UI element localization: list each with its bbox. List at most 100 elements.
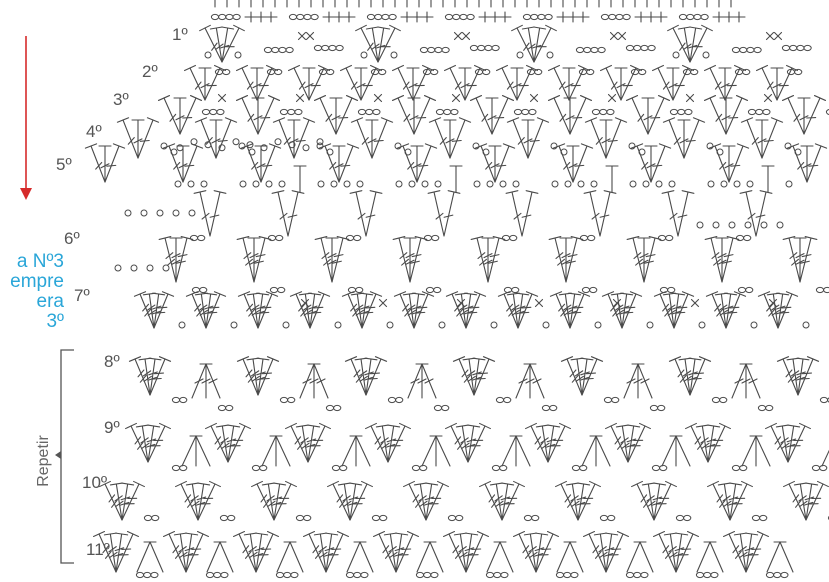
chain-stitch-symbol xyxy=(329,45,336,50)
chain-stitch-symbol xyxy=(221,572,228,577)
chain-space-symbol xyxy=(734,181,740,187)
stitch-top-bar xyxy=(366,423,377,428)
stitch-cross-bar xyxy=(364,312,373,313)
chain-stitch-symbol xyxy=(763,109,770,114)
chain-stitch-symbol xyxy=(592,109,599,114)
chain-stitch-symbol xyxy=(587,69,594,74)
chain-stitch-symbol xyxy=(412,465,419,470)
chain-stitch-symbol xyxy=(740,465,747,470)
row-label-4: 4º xyxy=(86,122,102,142)
stitch-post-symbol xyxy=(596,436,610,466)
stitch-top-bar xyxy=(237,96,248,101)
stitch-post-symbol xyxy=(254,238,265,282)
stitch-cross-bar xyxy=(262,307,271,308)
stitch-top-bar xyxy=(425,144,436,148)
chain-space-symbol xyxy=(115,265,121,271)
stitch-cross-bar xyxy=(260,312,269,313)
stitch-top-bar xyxy=(347,144,358,148)
stitch-top-bar xyxy=(512,25,523,30)
stitch-cross-bar xyxy=(453,546,459,553)
chain-stitch-symbol xyxy=(220,515,227,520)
chain-stitch-symbol xyxy=(296,515,303,520)
stitch-post-symbol xyxy=(366,192,376,236)
stitch-top-bar xyxy=(663,118,674,122)
chain-stitch-symbol xyxy=(612,397,619,402)
chain-stitch-symbol xyxy=(428,47,435,52)
stitch-cross-bar xyxy=(638,114,644,121)
stitch-post-symbol xyxy=(444,192,454,236)
stitch-top-bar xyxy=(800,423,811,428)
stitch-post-symbol xyxy=(288,192,298,236)
stitch-top-bar xyxy=(602,292,613,297)
row-label-3: 3º xyxy=(113,90,129,110)
chain-stitch-symbol xyxy=(478,45,485,50)
chain-stitch-symbol xyxy=(389,14,396,19)
stitch-top-bar xyxy=(347,96,358,101)
stitch-cross-bar xyxy=(371,373,380,374)
stitch-cross-bar xyxy=(728,312,737,313)
chain-space-symbol xyxy=(565,181,571,187)
stitch-post-symbol xyxy=(220,542,233,572)
stitch-cross-bar xyxy=(695,437,701,444)
stitch-top-bar xyxy=(483,357,494,362)
stitch-cross-bar xyxy=(337,495,343,502)
chain-space-symbol xyxy=(761,222,767,228)
chain-stitch-symbol xyxy=(426,287,433,292)
stitch-post-symbol xyxy=(570,542,583,572)
chain-stitch-symbol xyxy=(580,465,587,470)
chain-stitch-symbol xyxy=(151,572,158,577)
chain-stitch-symbol xyxy=(744,235,751,240)
stitch-cross-bar xyxy=(535,437,541,444)
stitch-top-bar xyxy=(668,25,679,30)
stitch-post-symbol xyxy=(262,436,276,466)
chain-stitch-symbol xyxy=(607,109,614,114)
stitch-top-bar xyxy=(526,292,537,297)
chain-stitch-symbol xyxy=(420,465,427,470)
chain-stitch-symbol xyxy=(448,515,455,520)
stitch-top-bar xyxy=(474,292,485,297)
stitch-top-bar xyxy=(176,481,187,486)
stitch-post-symbol xyxy=(742,436,756,466)
chain-space-symbol xyxy=(552,181,558,187)
chain-stitch-symbol xyxy=(270,287,277,292)
chain-stitch-symbol xyxy=(740,47,747,52)
stitch-top-bar xyxy=(556,481,567,486)
chain-stitch-symbol xyxy=(367,14,374,19)
stitch-cross-bar xyxy=(674,138,680,145)
stitch-cross-bar xyxy=(507,82,513,89)
chain-space-symbol xyxy=(699,322,705,328)
chain-stitch-symbol xyxy=(485,45,492,50)
chain-stitch-symbol xyxy=(136,572,143,577)
chain-stitch-symbol xyxy=(711,572,718,577)
chain-space-symbol xyxy=(517,52,523,58)
stitch-top-bar xyxy=(659,96,670,101)
stitch-top-bar xyxy=(720,423,731,428)
stitch-top-bar xyxy=(815,144,826,148)
stitch-cross-bar xyxy=(218,141,227,142)
stitch-post-symbol xyxy=(216,120,231,158)
stitch-post-symbol xyxy=(488,238,499,282)
stitch-top-bar xyxy=(159,96,170,101)
chain-stitch-symbol xyxy=(754,47,761,52)
chain-stitch-symbol xyxy=(608,515,615,520)
stitch-top-bar xyxy=(338,532,349,537)
stitch-cross-bar xyxy=(440,138,446,145)
chain-space-symbol xyxy=(729,222,735,228)
chain-stitch-symbol xyxy=(483,69,490,74)
chain-stitch-symbol xyxy=(436,109,443,114)
stitch-top-bar xyxy=(345,357,356,362)
stitch-post-symbol xyxy=(332,238,343,282)
stitch-top-bar xyxy=(269,96,280,101)
chain-stitch-symbol xyxy=(223,69,230,74)
chain-stitch-symbol xyxy=(556,572,563,577)
stitch-post-symbol xyxy=(495,146,509,182)
stitch-post-symbol xyxy=(767,542,780,572)
stitch-top-bar xyxy=(497,65,508,70)
chain-stitch-symbol xyxy=(289,14,296,19)
chain-space-symbol xyxy=(409,181,415,187)
chain-stitch-symbol xyxy=(634,572,641,577)
stitch-top-bar xyxy=(786,292,797,297)
stitch-cross-bar xyxy=(248,114,254,121)
chain-stitch-symbol xyxy=(279,47,286,52)
chain-space-symbol xyxy=(275,139,281,145)
